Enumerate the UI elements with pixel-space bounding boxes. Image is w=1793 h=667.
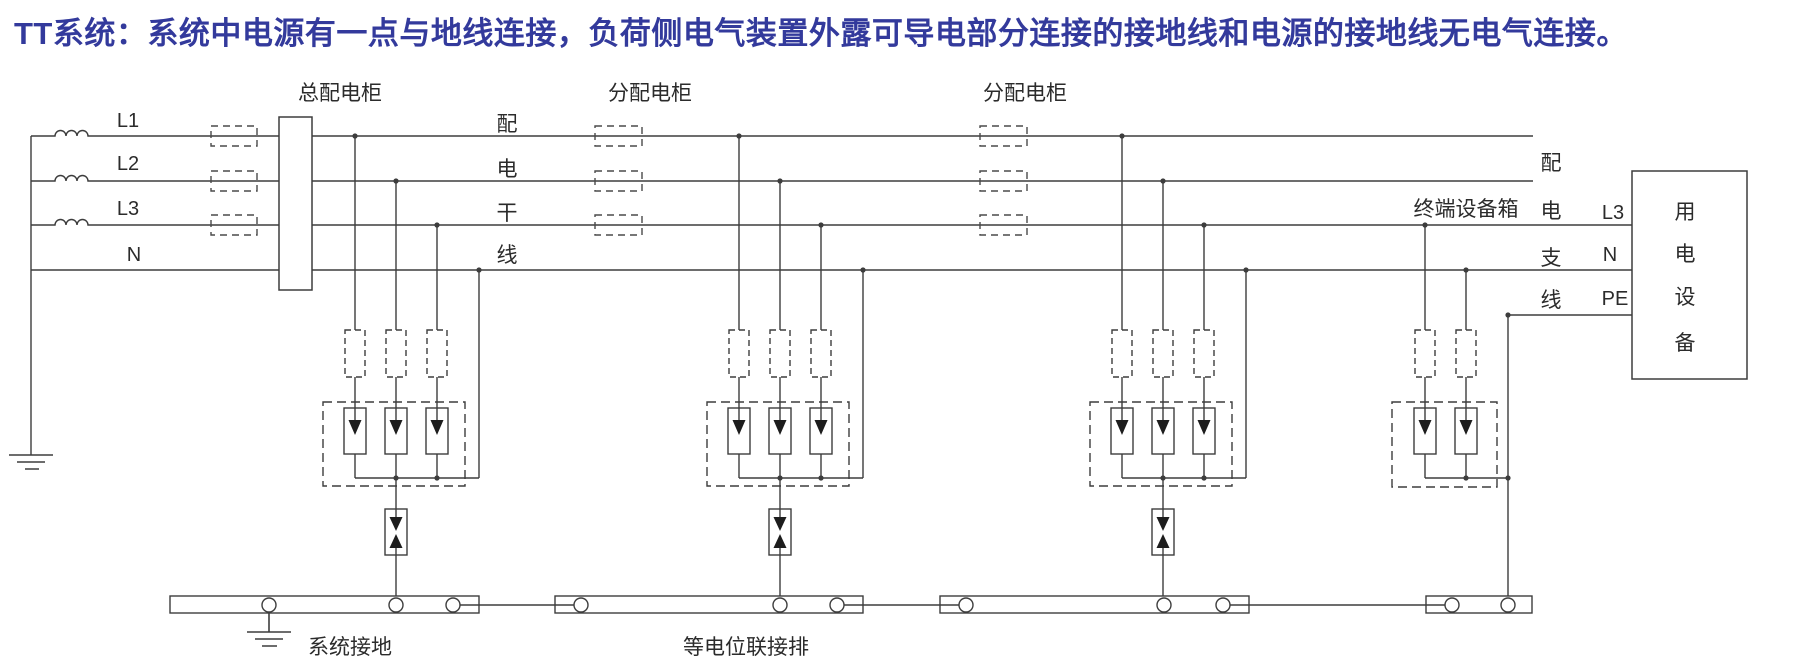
- power-lines: [30, 129, 1632, 455]
- label-trunk-vertical: 配 电 干 线: [497, 113, 518, 267]
- label-sub-cabinet-2: 分配电柜: [983, 82, 1067, 105]
- spd-group-sub-cabinet-2: [1089, 132, 1250, 601]
- spd-group-terminal: [1391, 222, 1511, 600]
- label-equipment-vertical: 用 电 设 备: [1675, 201, 1696, 355]
- svg-text:设: 设: [1675, 286, 1696, 309]
- svg-text:线: 线: [1541, 289, 1562, 312]
- line-l3: [31, 218, 1632, 226]
- svg-text:电: 电: [497, 158, 518, 181]
- page-title: TT系统：系统中电源有一点与地线连接，负荷侧电气装置外露可导电部分连接的接地线和…: [14, 16, 1628, 51]
- load-equipment-box: [1631, 170, 1748, 380]
- sub1-fuse-set: [594, 125, 643, 236]
- line-l1: [31, 129, 1533, 137]
- label-branch-vertical: 配 电 支 线: [1541, 152, 1562, 312]
- label-terminal-n: N: [1603, 244, 1617, 266]
- label-terminal-l3: L3: [1602, 202, 1624, 224]
- main-cabinet-box: [278, 116, 313, 291]
- label-n: N: [127, 244, 141, 266]
- label-l3: L3: [117, 198, 139, 220]
- incoming-fuse-set: [210, 125, 258, 236]
- equipotential-bars: [169, 595, 1533, 614]
- label-l2: L2: [117, 153, 139, 175]
- line-l2: [31, 174, 1533, 182]
- label-sub-cabinet-1: 分配电柜: [608, 82, 692, 105]
- svg-text:备: 备: [1675, 332, 1696, 355]
- svg-text:配: 配: [1541, 152, 1562, 175]
- svg-text:电: 电: [1541, 200, 1562, 223]
- svg-text:干: 干: [497, 202, 518, 225]
- svg-text:配: 配: [497, 113, 518, 136]
- spd-group-main-cabinet: [322, 132, 483, 601]
- source-earth-icon: [9, 454, 53, 470]
- system-earth-icon: [247, 612, 291, 647]
- spd-group-sub-cabinet-1: [706, 132, 867, 601]
- svg-text:线: 线: [497, 244, 518, 267]
- svg-text:电: 电: [1675, 243, 1696, 266]
- label-terminal-box: 终端设备箱: [1414, 198, 1519, 221]
- svg-text:支: 支: [1541, 247, 1562, 270]
- sub2-fuse-set: [979, 125, 1028, 236]
- label-equipotential-bar: 等电位联接排: [683, 636, 809, 659]
- label-system-ground: 系统接地: [308, 636, 392, 659]
- label-main-cabinet: 总配电柜: [298, 82, 382, 105]
- label-l1: L1: [117, 110, 139, 132]
- label-terminal-pe: PE: [1602, 288, 1629, 310]
- svg-text:用: 用: [1675, 201, 1696, 224]
